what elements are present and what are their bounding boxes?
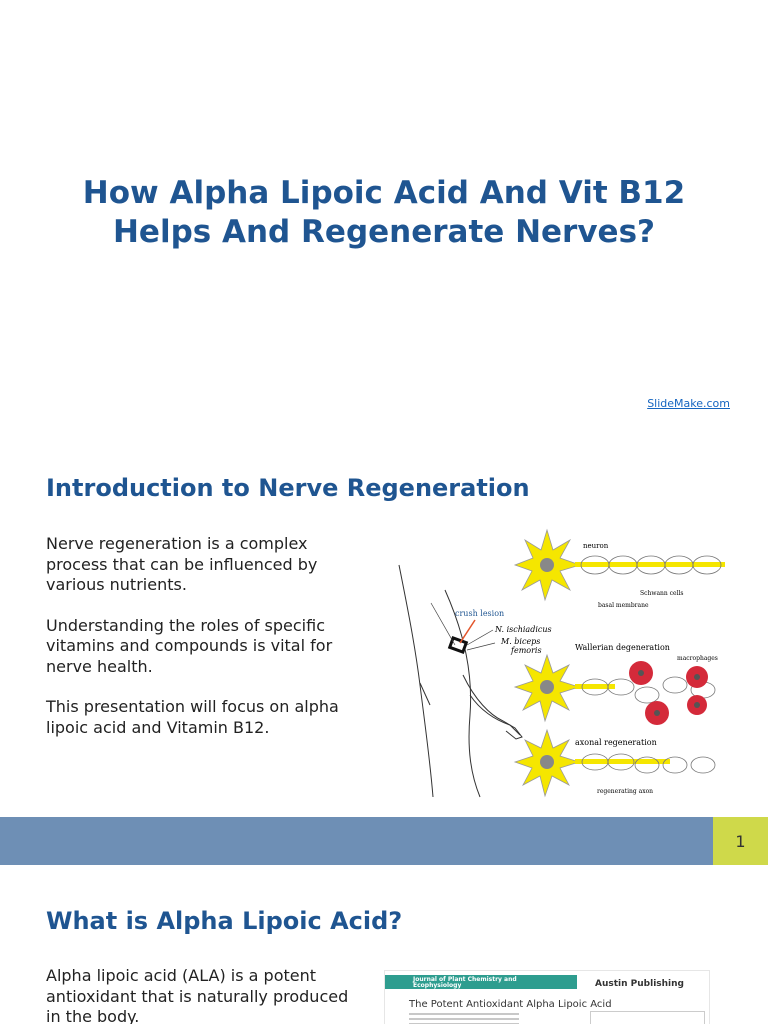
label-n-ischiadicus: N. ischiadicus bbox=[494, 625, 552, 634]
label-crush-lesion: crush lesion bbox=[455, 609, 504, 618]
intact-neuron bbox=[513, 528, 725, 602]
paper-thumbnail: Journal of Plant Chemistry and Ecophysio… bbox=[384, 970, 710, 1024]
journal-name: Journal of Plant Chemistry and Ecophysio… bbox=[413, 977, 517, 989]
intro-paragraph-1: Nerve regeneration is a complex process … bbox=[46, 534, 318, 594]
label-regenerating-axon: regenerating axon bbox=[597, 788, 653, 795]
label-schwann-cells: Schwann cells bbox=[640, 590, 684, 597]
hand-sketch bbox=[462, 674, 523, 740]
intro-paragraph-2: Understanding the roles of specific vita… bbox=[46, 615, 333, 676]
ala-paragraph-line-3: in the body. bbox=[46, 1007, 140, 1024]
label-femoris: femoris bbox=[510, 646, 542, 655]
journal-band bbox=[385, 975, 577, 989]
ala-body: Alpha lipoic acid (ALA) is a potent anti… bbox=[46, 966, 371, 1024]
paper-author-lines bbox=[409, 1013, 519, 1024]
page-number: 1 bbox=[713, 817, 768, 865]
title-line-1: How Alpha Lipoic Acid And Vit B12 bbox=[82, 175, 686, 211]
label-neuron: neuron bbox=[583, 542, 609, 550]
slide-heading-what-is-ala: What is Alpha Lipoic Acid? bbox=[46, 907, 403, 935]
degenerating-neuron bbox=[513, 653, 716, 725]
label-basal-membrane: basal membrane bbox=[598, 602, 649, 609]
journal-name-line-2: Ecophysiology bbox=[413, 982, 462, 989]
ala-paragraph-line-2: antioxidant that is naturally produced bbox=[46, 986, 349, 1006]
journal-name-line-1: Journal of Plant Chemistry and bbox=[413, 976, 517, 983]
regenerating-neuron bbox=[513, 728, 716, 798]
presentation-title: How Alpha Lipoic Acid And Vit B12 Helps … bbox=[40, 174, 728, 252]
slide-footer-bar bbox=[0, 817, 713, 865]
title-slide: How Alpha Lipoic Acid And Vit B12 Helps … bbox=[0, 0, 768, 440]
ala-paragraph-line-1: Alpha lipoic acid (ALA) is a potent bbox=[46, 966, 317, 985]
leg-outline bbox=[398, 564, 521, 798]
slide-heading-introduction: Introduction to Nerve Regeneration bbox=[46, 474, 530, 502]
label-macrophages: macrophages bbox=[677, 655, 718, 662]
label-wallerian-degeneration: Wallerian degeneration bbox=[575, 643, 670, 652]
title-line-2: Helps And Regenerate Nerves? bbox=[112, 214, 656, 250]
label-m-biceps: M. biceps bbox=[500, 637, 540, 646]
nerve-regeneration-diagram: crush lesion N. ischiadicus M. biceps fe… bbox=[398, 528, 725, 798]
publisher-logo: Austin Publishing bbox=[595, 979, 684, 989]
crush-lesion-marker bbox=[447, 635, 469, 655]
label-axonal-regeneration: axonal regeneration bbox=[575, 738, 657, 747]
intro-paragraph-3: This presentation will focus on alpha li… bbox=[46, 697, 339, 737]
paper-abstract-box bbox=[590, 1011, 705, 1024]
slidemake-link[interactable]: SlideMake.com bbox=[647, 397, 730, 410]
intro-body: Nerve regeneration is a complex process … bbox=[46, 534, 371, 758]
paper-title: The Potent Antioxidant Alpha Lipoic Acid bbox=[409, 999, 612, 1010]
